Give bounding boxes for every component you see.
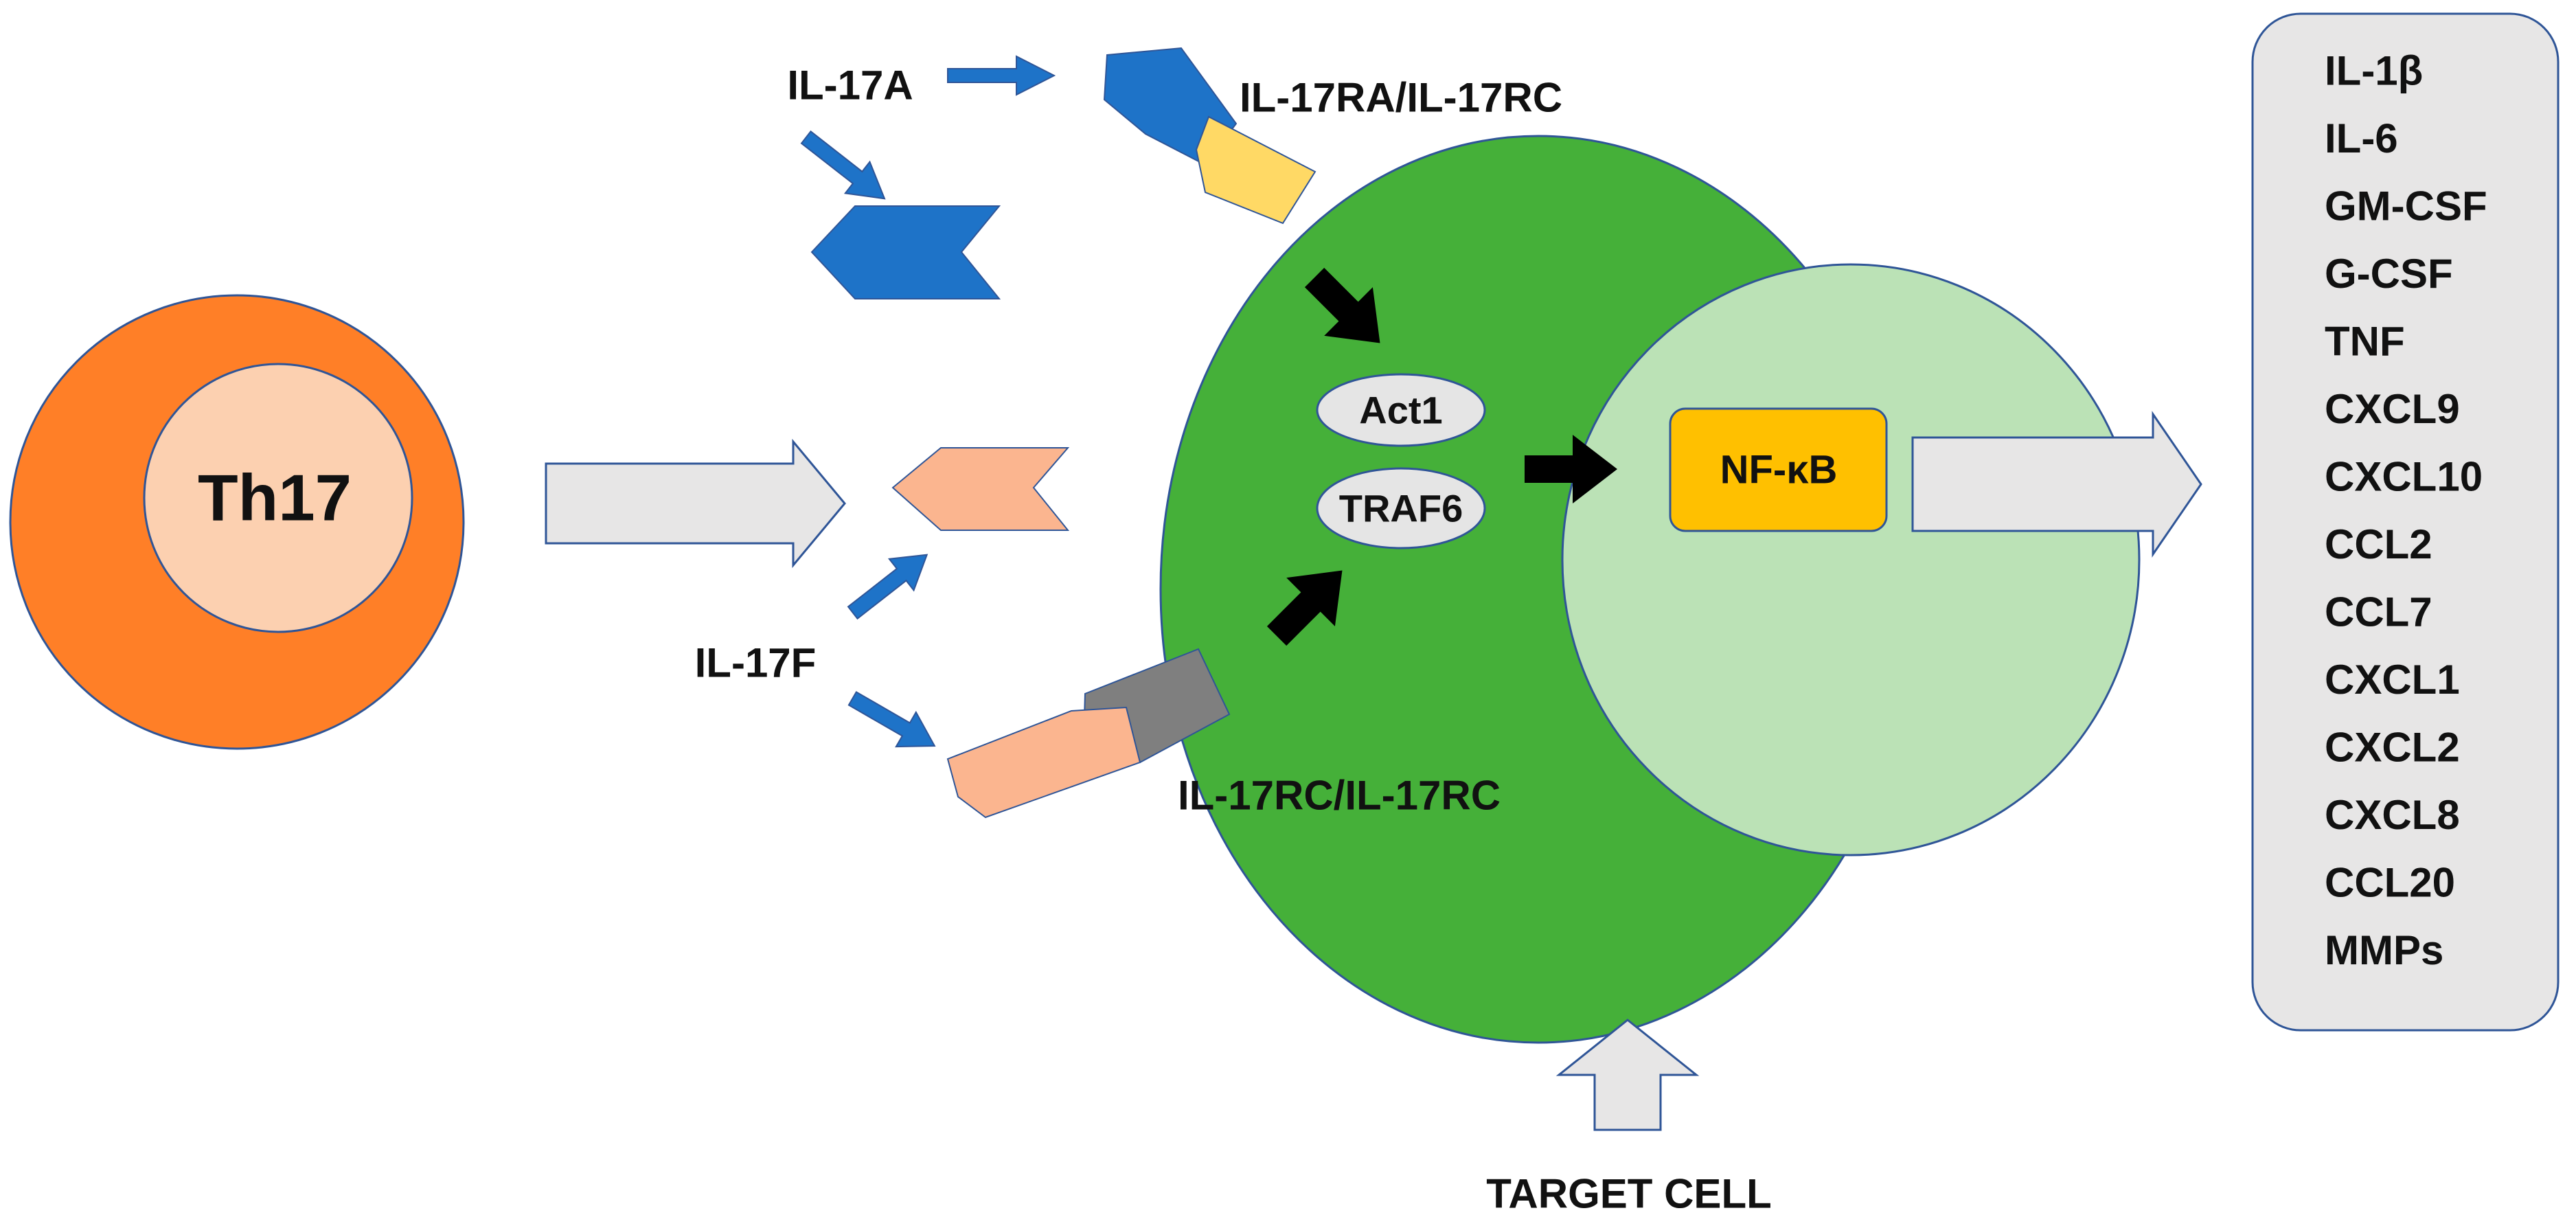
il17rc-peach-subunit xyxy=(946,706,1141,819)
output-cytokine-item: CCL2 xyxy=(2325,521,2432,567)
il17f-arrow-up xyxy=(847,554,928,620)
target-cell-nucleus xyxy=(1561,263,2141,856)
act1-adaptor: Act1 xyxy=(1316,373,1486,447)
secretion-arrow xyxy=(545,438,846,569)
traf6-adaptor: TRAF6 xyxy=(1316,467,1486,549)
act1-label: Act1 xyxy=(1359,389,1442,432)
output-cytokine-item: CXCL10 xyxy=(2325,454,2483,500)
output-cytokine-item: IL-1β xyxy=(2325,48,2423,94)
output-cytokine-item: CXCL1 xyxy=(2325,657,2460,703)
traf6-label: TRAF6 xyxy=(1339,487,1463,530)
output-cytokine-item: MMPs xyxy=(2325,927,2443,973)
il17a-label: IL-17A xyxy=(787,63,913,109)
il17a-arrow-down xyxy=(800,130,886,200)
nfkb-label: NF-κB xyxy=(1720,448,1838,492)
output-cytokine-item: IL-6 xyxy=(2325,115,2398,161)
signal-arrow-to-nfkb xyxy=(1525,435,1617,503)
output-cytokine-item: CCL7 xyxy=(2325,589,2432,635)
th17-cell: Th17 xyxy=(9,294,465,750)
output-cytokine-item: CXCL9 xyxy=(2325,386,2460,432)
il17f-arrow-down xyxy=(847,691,936,748)
output-cytokine-item: TNF xyxy=(2325,319,2405,365)
il17ra-il17rc-label: IL-17RA/IL-17RC xyxy=(1240,75,1562,121)
signal-arrow-from-ra xyxy=(1304,267,1380,343)
th17-nucleus xyxy=(143,363,413,633)
il17f-label: IL-17F xyxy=(695,640,817,686)
th17-label: Th17 xyxy=(198,462,352,535)
il17rc-il17rc-receptor xyxy=(946,648,1231,819)
output-cytokine-item: CXCL2 xyxy=(2325,725,2460,771)
il17a-arrow-right xyxy=(947,55,1056,96)
output-cytokine-item: CXCL8 xyxy=(2325,792,2460,838)
il17rc-il17rc-label: IL-17RC/IL-17RC xyxy=(1178,773,1501,819)
il17rc-subunit xyxy=(1195,115,1317,225)
nfkb-box: NF-κB xyxy=(1669,407,1888,532)
target-cell-arrow xyxy=(1555,1019,1700,1131)
target-cell-label: TARGET CELL xyxy=(1486,1171,1772,1217)
il17f-ligand xyxy=(891,447,1070,531)
il17ra-il17rc-receptor xyxy=(1103,47,1317,225)
output-arrow xyxy=(1911,411,2202,558)
output-cytokine-item: G-CSF xyxy=(2325,251,2453,297)
il17a-ligand xyxy=(810,205,1001,299)
signal-arrow-from-rc xyxy=(1266,570,1343,646)
output-cytokine-item: GM-CSF xyxy=(2325,183,2487,229)
output-cytokine-item: CCL20 xyxy=(2325,860,2455,906)
